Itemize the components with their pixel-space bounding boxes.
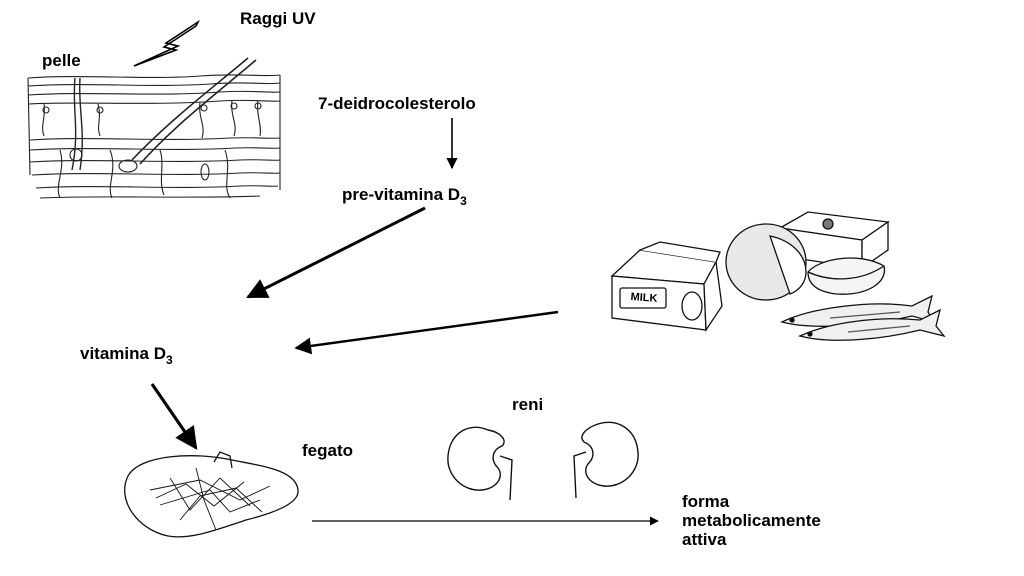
right-kidney-icon	[573, 421, 639, 499]
active-form-line-3: attiva	[682, 530, 727, 549]
liver-illustration	[124, 451, 299, 538]
food-sources-illustration	[610, 211, 946, 341]
liver-label: fegato	[302, 441, 353, 460]
kidneys-label: reni	[512, 395, 544, 414]
left-kidney-icon	[447, 426, 513, 501]
previtamin-label: pre-vitamina D3	[342, 185, 467, 207]
arrow-previtamin-to-vitamin	[246, 206, 426, 299]
skin-cross-section-illustration	[27, 57, 281, 199]
kidneys-illustration	[447, 421, 639, 501]
vitamin-label: vitamina D3	[80, 344, 173, 366]
vitamin-label-text: vitamina D	[80, 344, 166, 363]
skin-label: pelle	[42, 51, 81, 70]
arrow-vitamin-to-liver	[150, 383, 198, 450]
active-form-line-2: metabolicamente	[682, 511, 821, 530]
lightning-bolt-icon	[133, 19, 201, 67]
fish-icon	[780, 294, 946, 341]
milk-carton-icon	[610, 241, 723, 333]
cheese-wheel-icon	[725, 223, 807, 301]
uv-rays-label: Raggi UV	[240, 9, 316, 28]
previtamin-label-text: pre-vitamina D	[342, 185, 461, 204]
vitamin-subscript: 3	[165, 353, 173, 367]
cheese-wedge-icon	[807, 257, 886, 295]
active-form-line-1: forma	[682, 492, 730, 511]
precursor-label: 7-deidrocolesterolo	[318, 94, 476, 113]
arrow-food-to-vitamin	[294, 310, 559, 355]
previtamin-subscript: 3	[460, 194, 467, 208]
active-form-label: forma metabolicamente attiva	[682, 492, 821, 549]
